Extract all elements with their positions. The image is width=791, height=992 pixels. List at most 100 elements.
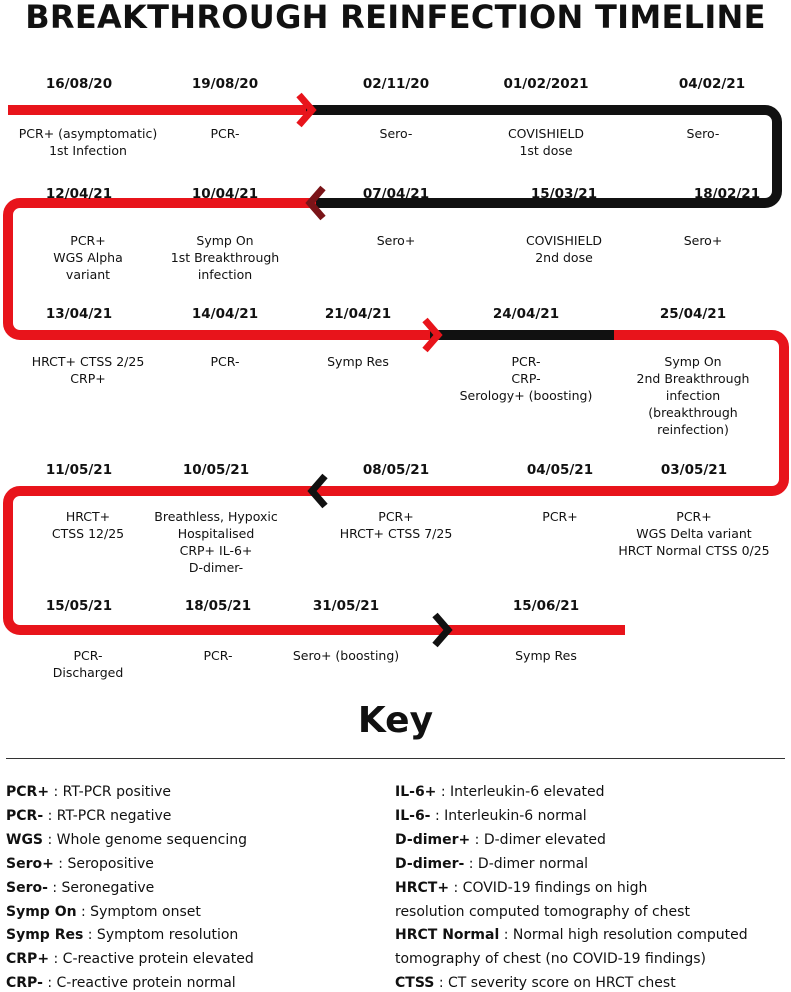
key-divider <box>6 758 785 759</box>
key-term: WGS <box>6 831 44 848</box>
key-term: D-dimer+ <box>395 831 471 848</box>
event-description: PCR- <box>210 354 240 369</box>
event-description: PCR- Discharged <box>52 648 124 680</box>
key-entry: PCR- : RT-PCR negative <box>6 805 386 829</box>
event-description: PCR+ WGS Delta variant HRCT Normal CTSS … <box>618 509 770 558</box>
event-date: 19/08/20 <box>191 76 259 92</box>
key-entry: CRP+ : C-reactive protein elevated <box>6 948 386 972</box>
event-description: Sero+ (boosting) <box>292 648 400 663</box>
event-description: Breathless, Hypoxic Hospitalised CRP+ IL… <box>154 509 278 575</box>
key-description: : Interleukin-6 normal <box>430 807 587 824</box>
event-date: 14/04/21 <box>191 306 259 322</box>
key-description: : RT-PCR positive <box>49 784 171 800</box>
event-date: 15/05/21 <box>45 598 113 614</box>
key-description: : Interleukin-6 elevated <box>436 784 605 800</box>
key-entry: Symp On : Symptom onset <box>6 901 386 925</box>
key-term: PCR+ <box>6 784 50 800</box>
event-description: Symp Res <box>327 354 389 369</box>
event-description: Sero- <box>379 126 413 141</box>
event-description: PCR+ <box>542 509 578 524</box>
event-description: Symp On 1st Breakthrough infection <box>170 233 280 282</box>
key-description-continued: resolution computed tomography of chest <box>395 903 690 920</box>
event-date: 31/05/21 <box>312 598 380 614</box>
event-date: 18/02/21 <box>693 186 761 202</box>
event-description: HRCT+ CTSS 2/25 CRP+ <box>31 354 145 386</box>
key-entry: D-dimer- : D-dimer normal <box>395 853 791 877</box>
key-term: PCR- <box>6 807 44 824</box>
chevron-left-arrow-4 <box>307 473 328 509</box>
key-term: D-dimer- <box>395 855 465 872</box>
key-term: CTSS <box>395 975 435 992</box>
key-description: : C-reactive protein elevated <box>49 951 254 968</box>
event-description: Symp Res <box>515 648 577 663</box>
key-description: : RT-PCR negative <box>43 807 172 824</box>
event-description: COVISHIELD 2nd dose <box>525 233 603 265</box>
key-description: : CT severity score on HRCT chest <box>434 975 676 992</box>
event-date: 04/02/21 <box>678 76 746 92</box>
event-description: COVISHIELD 1st dose <box>507 126 585 158</box>
event-date: 24/04/21 <box>492 306 560 322</box>
key-description: : Whole genome sequencing <box>43 831 248 848</box>
event-date: 12/04/21 <box>45 186 113 202</box>
event-date: 02/11/20 <box>362 76 430 92</box>
event-description: Sero- <box>686 126 720 141</box>
event-date: 15/06/21 <box>512 598 580 614</box>
key-entry: Sero+ : Seropositive <box>6 853 386 877</box>
key-term: HRCT+ <box>395 879 450 896</box>
event-date: 10/04/21 <box>191 186 259 202</box>
key-description: : C-reactive protein normal <box>42 975 236 992</box>
key-description: : COVID-19 findings on high <box>449 879 648 896</box>
event-description: PCR- CRP- Serology+ (boosting) <box>459 354 593 403</box>
event-date: 16/08/20 <box>45 76 113 92</box>
event-date: 01/02/2021 <box>503 76 589 92</box>
key-term: IL-6+ <box>395 784 437 800</box>
event-description: Sero+ <box>376 233 416 248</box>
key-entry: PCR+ : RT-PCR positive <box>6 781 386 805</box>
chevron-left-arrow-2 <box>305 185 326 221</box>
event-date: 18/05/21 <box>184 598 252 614</box>
key-term: Sero+ <box>6 855 54 872</box>
chevron-right-arrow-3 <box>422 317 443 353</box>
timeline-path <box>3 92 789 648</box>
event-date: 03/05/21 <box>660 462 728 478</box>
event-date: 07/04/21 <box>362 186 430 202</box>
event-description: PCR- <box>210 126 240 141</box>
event-description: Symp On 2nd Breakthrough infection (brea… <box>636 354 750 437</box>
key-entry: Symp Res : Symptom resolution <box>6 924 386 948</box>
key-entry: IL-6- : Interleukin-6 normal <box>395 805 791 829</box>
event-description: PCR+ WGS Alpha variant <box>53 233 123 282</box>
event-description: Sero+ <box>683 233 723 248</box>
key-description: : Seropositive <box>53 855 154 872</box>
right-curve-2 <box>771 330 789 496</box>
key-entry: D-dimer+ : D-dimer elevated <box>395 829 791 853</box>
event-date: 10/05/21 <box>182 462 250 478</box>
key-description: : Symptom onset <box>76 903 201 920</box>
event-description: HRCT+ CTSS 12/25 <box>51 509 125 541</box>
key-term: Symp On <box>6 903 77 920</box>
event-date: 11/05/21 <box>45 462 113 478</box>
right-curve-1 <box>764 105 782 208</box>
key-description: : D-dimer normal <box>464 855 589 872</box>
left-curve-1 <box>3 198 21 340</box>
event-date: 25/04/21 <box>659 306 727 322</box>
key-entry: Sero- : Seronegative <box>6 877 386 901</box>
key-description: : D-dimer elevated <box>470 831 606 848</box>
key-description-continued: tomography of chest (no COVID-19 finding… <box>395 951 707 968</box>
key-entry: HRCT+ : COVID-19 findings on high resolut… <box>395 877 791 925</box>
key-term: CRP- <box>6 975 43 992</box>
event-date: 15/03/21 <box>530 186 598 202</box>
event-description: PCR+ HRCT+ CTSS 7/25 <box>339 509 453 541</box>
chevron-right-arrow-1 <box>296 92 317 128</box>
event-date: 21/04/21 <box>324 306 392 322</box>
key-entry: WGS : Whole genome sequencing <box>6 829 386 853</box>
key-entry: CRP- : C-reactive protein normal <box>6 972 386 992</box>
key-description: : Seronegative <box>47 879 155 896</box>
key-term: HRCT Normal <box>395 927 500 944</box>
key-entry: IL-6+ : Interleukin-6 elevated <box>395 781 791 805</box>
event-description: PCR- <box>203 648 233 663</box>
key-entry: CTSS : CT severity score on HRCT chest <box>395 972 791 992</box>
key-title: Key <box>357 700 434 741</box>
event-description: PCR+ (asymptomatic) 1st Infection <box>18 126 158 158</box>
